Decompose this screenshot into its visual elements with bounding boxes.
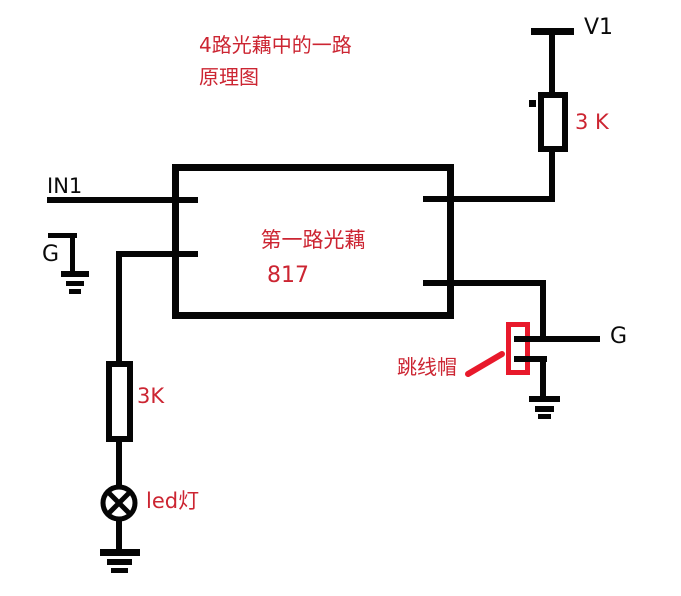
wire-led-to-ground [116,519,122,552]
resistor-r2 [106,361,133,442]
jumper-pointer-line [465,351,505,377]
jumper-cap-outline [506,322,530,375]
ground-bar [66,281,84,286]
ground-bar [61,271,89,277]
wire-g-stub-v [70,233,75,274]
wire-v1-to-resistor [549,31,555,93]
led-label: led灯 [146,489,200,513]
optocoupler-part-label: 817 [267,263,309,288]
wire-in1-input [47,197,198,203]
wire-emitter-pin [423,280,546,286]
ground-bar [529,396,560,402]
resistor-r1-value: 3 K [575,110,609,134]
v1-net-label: V1 [584,15,614,40]
ground-bar [69,289,81,294]
optocoupler-box [172,164,454,319]
title-line-1: 4路光藕中的一路 [199,33,352,57]
wire-jumper-to-ground [540,356,546,400]
wire-collector-pin [423,196,555,202]
wire-r2-to-led [116,441,122,487]
ground-bar [100,549,140,556]
wire-cathode-drop [116,251,122,366]
wire-cathode-pin [116,251,198,257]
led-icon [100,484,138,522]
g-right-net-label: G [610,324,628,349]
jumper-pin-lower [514,356,547,362]
wire-emitter-drop [540,280,546,342]
ground-bar [535,406,554,412]
led-cross-line [105,489,133,517]
ground-bar [107,559,132,565]
g-left-net-label: G [42,242,60,267]
ground-bar [538,414,551,419]
wire-r1-bottom [549,150,555,202]
optocoupler-name-label: 第一路光藕 [260,228,366,252]
jumper-cap-label: 跳线帽 [397,355,457,379]
jumper-pin-upper [514,336,600,342]
ink-dot [529,100,536,107]
wire-g-stub-h [48,233,77,238]
title-line-2: 原理图 [199,65,259,89]
in1-net-label: IN1 [47,174,83,198]
ground-bar [111,568,128,573]
resistor-r1 [538,92,568,152]
resistor-r2-value: 3K [137,384,165,408]
